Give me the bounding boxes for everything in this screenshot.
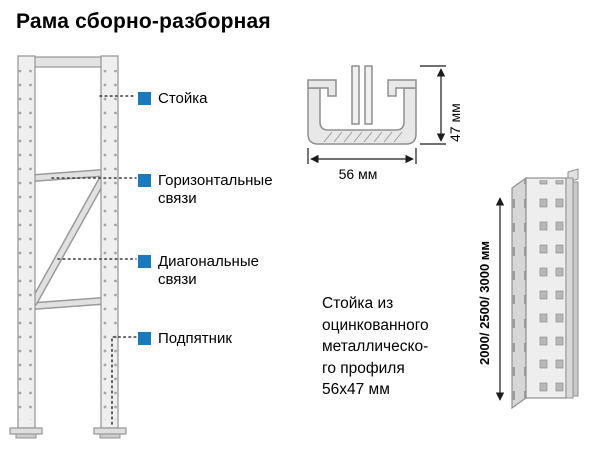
callout-diagonal-braces: Диагональные связи [138,253,288,289]
page-title: Рама сборно-разборная [16,10,271,33]
frame-left-post [17,55,36,429]
profile-body [307,65,417,145]
frame-horizontal-brace-lower [30,297,106,310]
frame-drawing [9,55,127,439]
upright-description: Стойка из оцинкованного металлическо- го… [322,295,429,398]
profile-height-dimension-line [420,65,446,145]
blue-square-bullet-icon [138,332,151,345]
profile-width-dimension-line [307,148,417,164]
callout-foot-label: Подпятник [158,330,232,347]
profile-width-dimension: 56 мм [338,166,378,182]
frame-horizontal-brace-upper [30,169,106,182]
upright-body [511,168,579,410]
frame-diagonal-brace [30,176,106,306]
callout-foot: Подпятник [138,330,288,348]
callout-diagonal-braces-label: Диагональные связи [158,253,259,288]
frame-right-post [100,55,119,429]
callout-horizontal-braces-label: Горизонтальные связи [158,172,273,207]
blue-square-bullet-icon [138,174,151,187]
frame-foot-right [93,427,127,439]
profile-hatching [323,131,403,143]
callout-horizontal-braces: Горизонтальные связи [138,172,288,208]
frame-foot-left [9,427,43,439]
profile-height-dimension: 47 мм [447,103,463,142]
callout-upright-label: Стойка [158,90,208,107]
profile-cross-section-drawing [307,65,446,164]
callout-upright: Стойка [138,90,288,108]
blue-square-bullet-icon [138,92,151,105]
blue-square-bullet-icon [138,255,151,268]
upright-profile-drawing [495,168,579,410]
